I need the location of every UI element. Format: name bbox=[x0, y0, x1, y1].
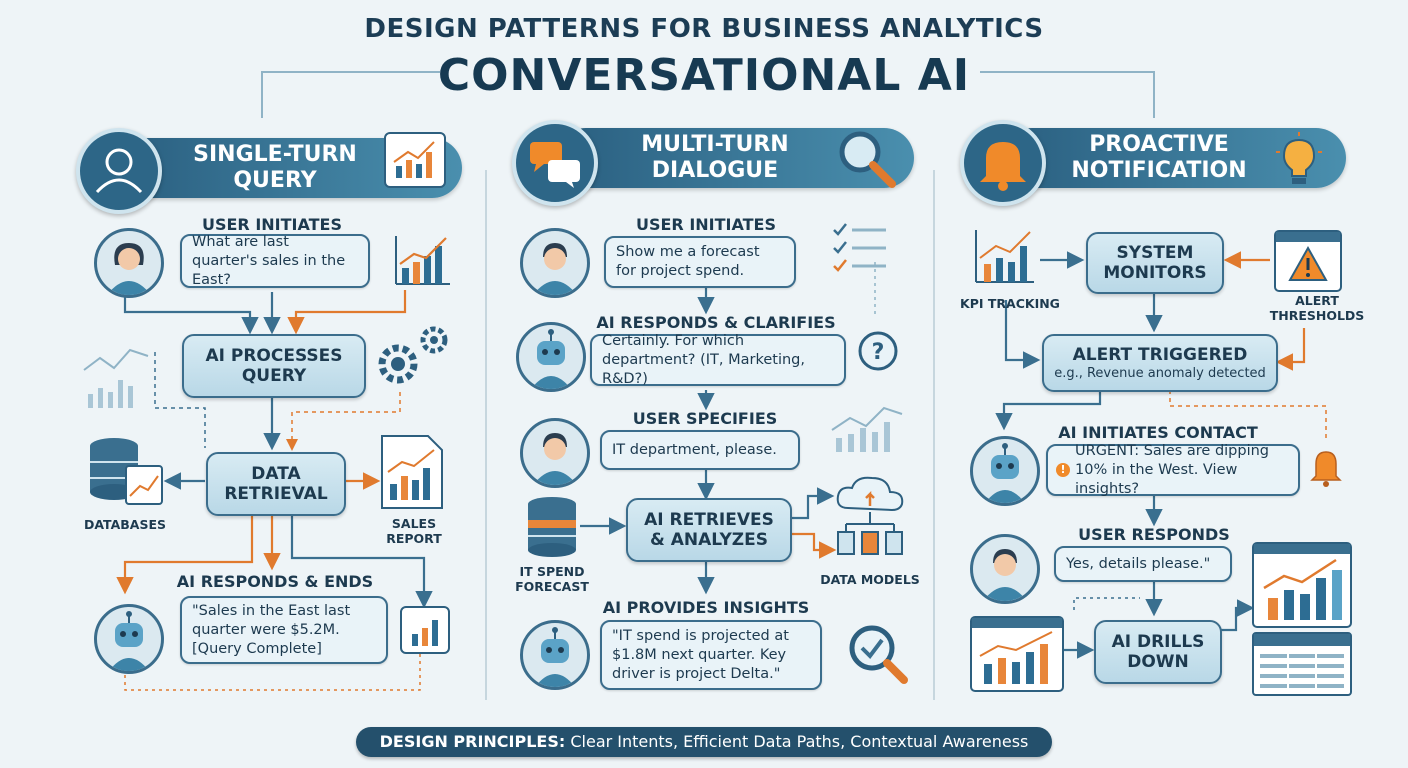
box-line: RETRIEVAL bbox=[224, 484, 328, 504]
box-line: DATA bbox=[251, 464, 301, 484]
alert-example: e.g., Revenue anomaly detected bbox=[1054, 365, 1266, 381]
robot-avatar bbox=[516, 322, 586, 392]
step-ai-clarifies: AI RESPONDS & CLARIFIES bbox=[596, 313, 836, 332]
checklist-icon bbox=[830, 220, 890, 278]
step-ai-insights: AI PROVIDES INSIGHTS bbox=[602, 598, 810, 617]
banner-line: SINGLE-TURN bbox=[193, 142, 357, 167]
box-line: ALERT TRIGGERED bbox=[1072, 344, 1248, 365]
label-line: FORECAST bbox=[515, 579, 589, 594]
ai-insights-bubble: "IT spend is projected at $1.8M next qua… bbox=[600, 620, 822, 690]
step-user-initiates: USER INITIATES bbox=[201, 215, 342, 234]
title-main: CONVERSATIONAL AI bbox=[437, 50, 971, 101]
alert-triggered-box: ALERT TRIGGERED e.g., Revenue anomaly de… bbox=[1042, 334, 1278, 392]
label-line: IT SPEND bbox=[519, 564, 585, 579]
banner-line: DIALOGUE bbox=[651, 158, 779, 183]
box-line: QUERY bbox=[241, 366, 307, 386]
banner-line: MULTI-TURN bbox=[641, 132, 789, 157]
mini-chart-icon bbox=[400, 606, 450, 654]
box-line: AI RETRIEVES bbox=[644, 510, 774, 530]
robot-avatar bbox=[94, 604, 164, 674]
footer-text: Clear Intents, Efficient Data Paths, Con… bbox=[565, 732, 1029, 751]
step-ai-initiates: AI INITIATES CONTACT bbox=[1058, 423, 1258, 442]
robot-avatar bbox=[520, 620, 590, 690]
magnifier-icon bbox=[834, 128, 898, 190]
it-spend-forecast-label: IT SPEND FORECAST bbox=[504, 564, 600, 594]
title-top: DESIGN PATTERNS FOR BUSINESS ANALYTICS bbox=[364, 14, 1044, 44]
chat-bubbles-icon bbox=[512, 120, 598, 206]
bar-chart-icon bbox=[392, 232, 454, 288]
warning-icon: ! bbox=[1056, 463, 1070, 477]
server-icon bbox=[524, 494, 580, 560]
user-reply-bubble: Yes, details please." bbox=[1054, 546, 1232, 582]
data-retrieval-box: DATA RETRIEVAL bbox=[206, 452, 346, 516]
user-forecast-bubble: Show me a forecast for project spend. bbox=[604, 236, 796, 288]
bar-chart-icon bbox=[826, 400, 908, 454]
footer-heading: DESIGN PRINCIPLES: bbox=[379, 732, 566, 751]
urgent-message: URGENT: Sales are dipping 10% in the Wes… bbox=[1075, 442, 1270, 497]
question-icon: ? bbox=[854, 330, 900, 374]
label-line: REPORT bbox=[386, 531, 442, 546]
user-avatar bbox=[520, 228, 590, 298]
step-ai-responds-ends: AI RESPONDS & ENDS bbox=[176, 572, 374, 591]
line-chart-icon bbox=[78, 340, 158, 412]
gears-icon bbox=[372, 322, 454, 392]
box-line: AI PROCESSES bbox=[205, 346, 343, 366]
data-models-label: DATA MODELS bbox=[820, 572, 920, 587]
label-line: SALES bbox=[391, 516, 437, 531]
ai-drills-down-box: AI DRILLS DOWN bbox=[1094, 620, 1222, 684]
databases-label: DATABASES bbox=[83, 517, 167, 532]
kpi-chart-icon bbox=[972, 226, 1038, 286]
report-chart-icon bbox=[970, 616, 1064, 692]
sales-report-label: SALES REPORT bbox=[372, 516, 456, 546]
robot-avatar bbox=[970, 436, 1040, 506]
system-monitors-box: SYSTEM MONITORS bbox=[1086, 232, 1224, 294]
user-avatar bbox=[970, 534, 1040, 604]
label-line: ALERT bbox=[1295, 293, 1339, 308]
ai-answer-bubble: "Sales in the East last quarter were $5.… bbox=[180, 596, 388, 664]
cloud-data-models-icon bbox=[832, 472, 910, 564]
banner-line: PROACTIVE bbox=[1089, 132, 1229, 157]
sales-report-icon bbox=[378, 432, 446, 512]
banner-line: NOTIFICATION bbox=[1071, 158, 1247, 183]
box-line: SYSTEM bbox=[1116, 243, 1194, 263]
user-avatar bbox=[520, 418, 590, 488]
user-query-bubble: What are last quarter's sales in the Eas… bbox=[180, 234, 370, 288]
kpi-tracking-label: KPI TRACKING bbox=[960, 296, 1060, 311]
banner-line: QUERY bbox=[233, 168, 317, 193]
box-line: DOWN bbox=[1127, 652, 1189, 672]
chart-icon bbox=[384, 132, 446, 188]
ai-urgent-bubble: ! URGENT: Sales are dipping 10% in the W… bbox=[1046, 442, 1300, 497]
bell-icon bbox=[960, 120, 1046, 206]
step-user-specifies: USER SPECIFIES bbox=[632, 409, 778, 428]
dashboard-chart-icon bbox=[1252, 542, 1352, 628]
user-avatar bbox=[94, 228, 164, 298]
ai-processes-query-box: AI PROCESSES QUERY bbox=[182, 334, 366, 398]
alert-thresholds-label: ALERT THRESHOLDS bbox=[1262, 293, 1372, 323]
database-icon bbox=[84, 432, 168, 510]
user-icon bbox=[76, 128, 162, 214]
design-principles-footer: DESIGN PRINCIPLES: Clear Intents, Effici… bbox=[356, 727, 1052, 757]
step-user-responds: USER RESPONDS bbox=[1078, 525, 1230, 544]
box-line: AI DRILLS bbox=[1111, 632, 1205, 652]
svg-text:?: ? bbox=[872, 340, 885, 365]
ai-clarify-bubble: Certainly. For which department? (IT, Ma… bbox=[590, 333, 846, 387]
user-specify-bubble: IT department, please. bbox=[600, 430, 800, 470]
box-line: MONITORS bbox=[1103, 263, 1207, 283]
label-line: THRESHOLDS bbox=[1269, 308, 1365, 323]
box-line: & ANALYZES bbox=[650, 530, 768, 550]
warning-window-icon bbox=[1274, 230, 1342, 292]
ai-retrieves-analyzes-box: AI RETRIEVES & ANALYZES bbox=[626, 498, 792, 562]
magnifier-check-icon bbox=[844, 620, 910, 686]
lightbulb-icon bbox=[1272, 132, 1326, 190]
data-table-icon bbox=[1252, 632, 1352, 696]
step-user-initiates: USER INITIATES bbox=[635, 215, 776, 234]
bell-alert-icon bbox=[1306, 446, 1346, 488]
